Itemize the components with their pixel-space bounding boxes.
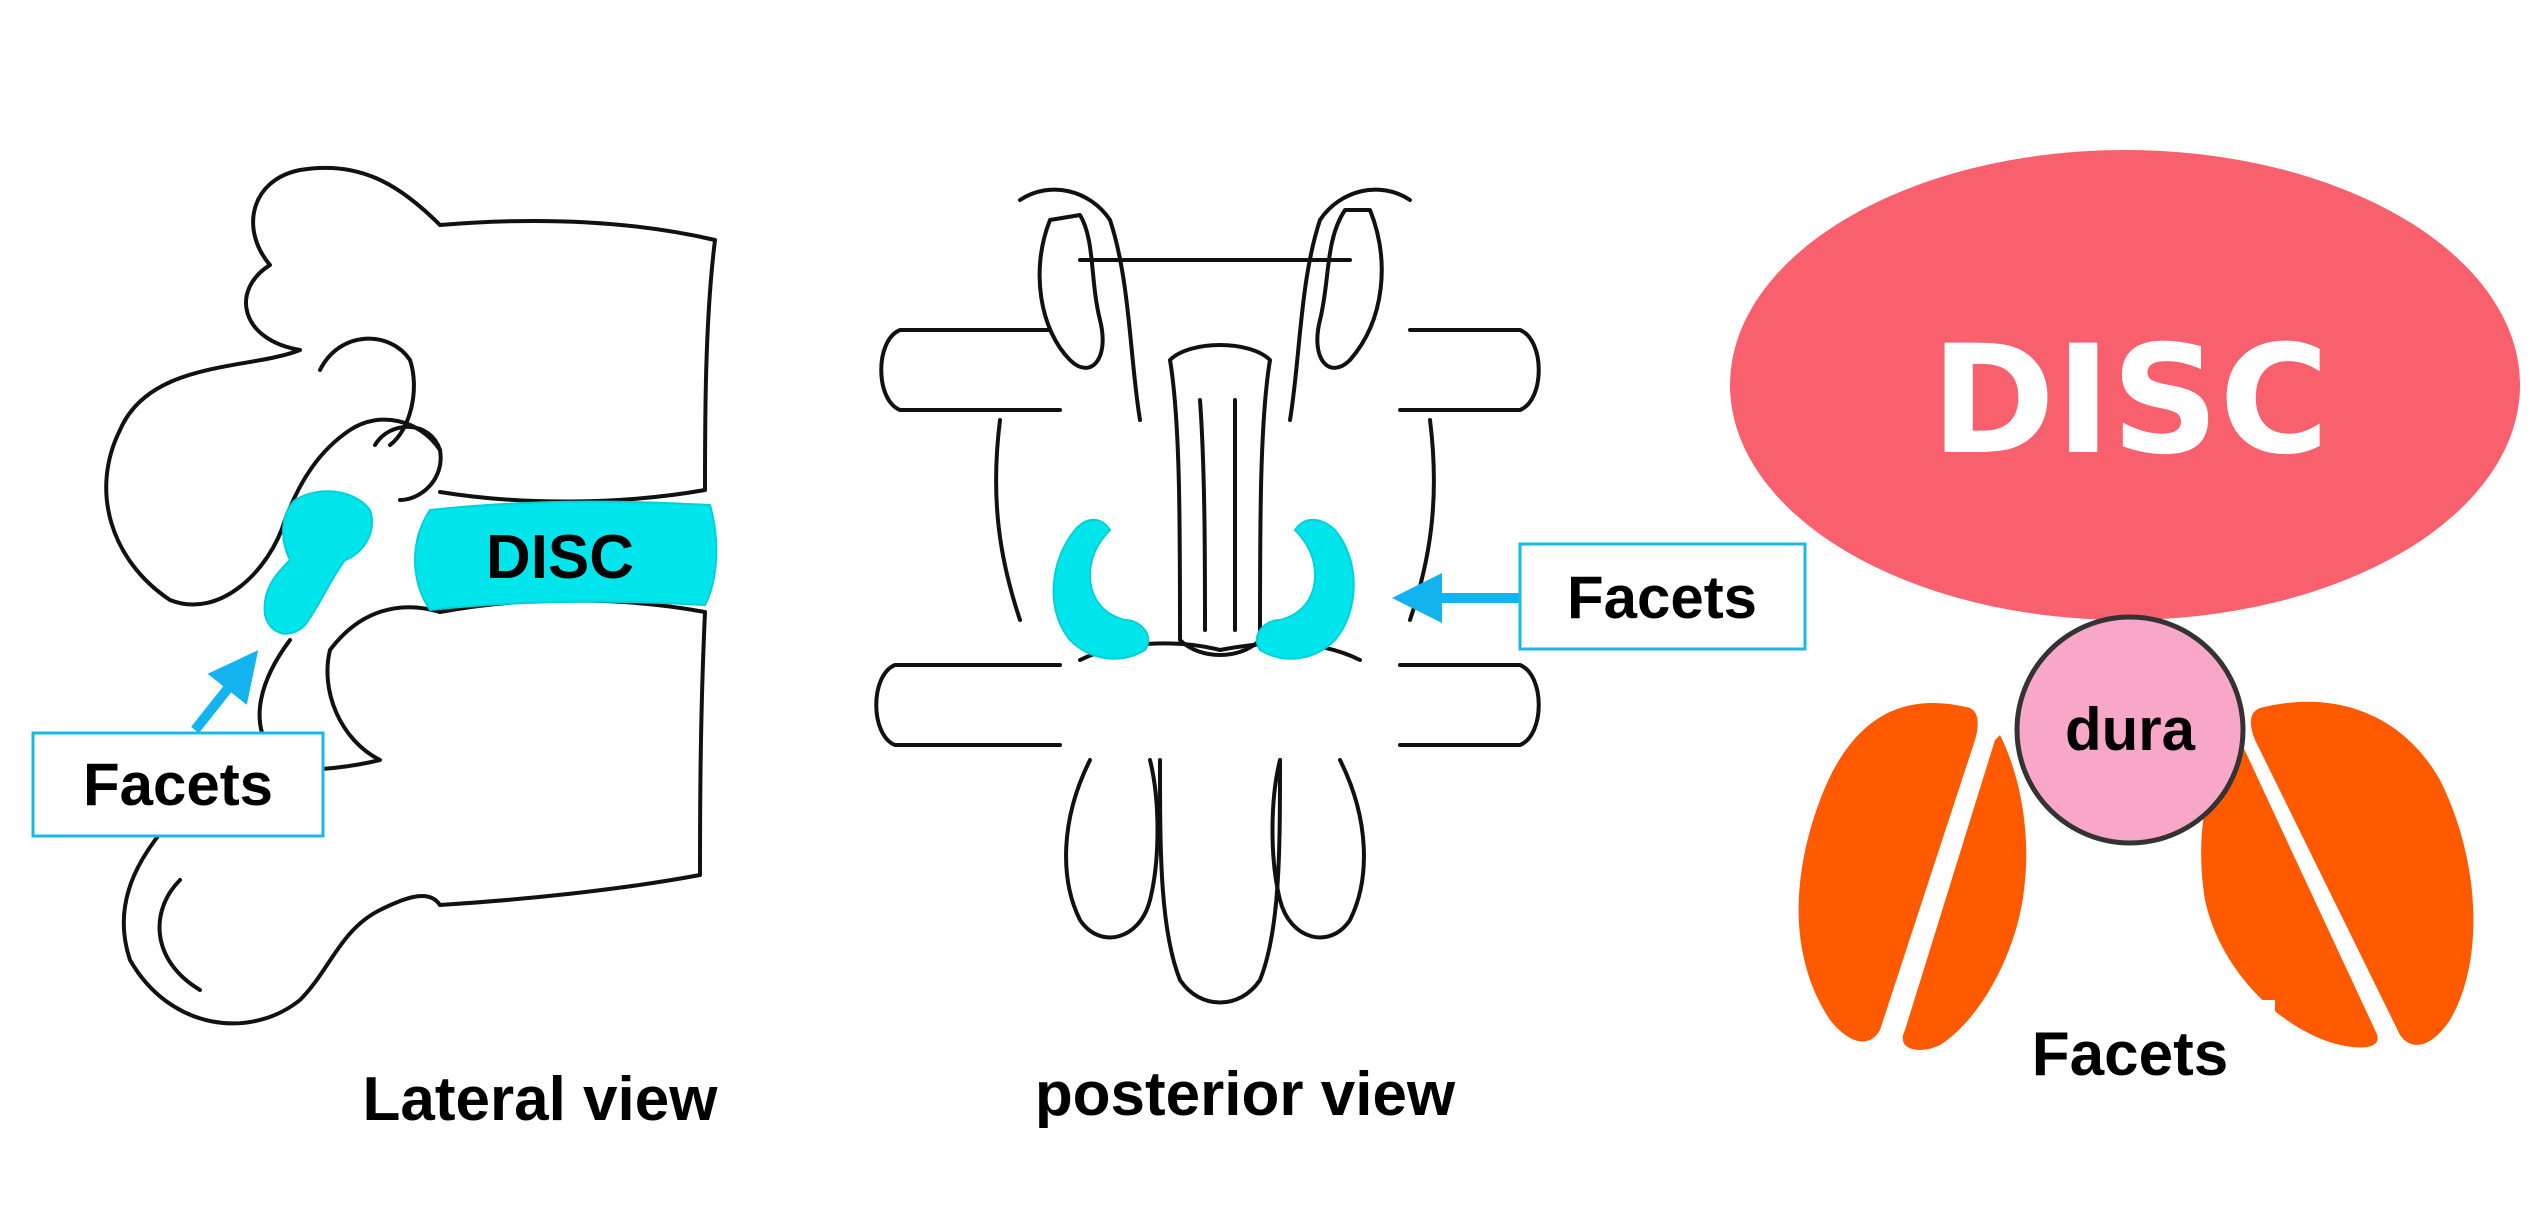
upper-left-superior-process bbox=[1037, 213, 1105, 370]
upper-posterior-elements bbox=[104, 165, 442, 607]
schematic-dura-label: dura bbox=[2065, 696, 2196, 763]
lower-left-inferior-process bbox=[1064, 758, 1160, 940]
left-outer-facet bbox=[1798, 702, 1978, 1042]
lower-posterior-elements bbox=[121, 605, 442, 1026]
lateral-facets-label: Facets bbox=[83, 751, 273, 818]
lower-spinous-process bbox=[1158, 758, 1282, 1005]
upper-left-lamina bbox=[1018, 187, 1142, 422]
posterior-view-caption: posterior view bbox=[1035, 1060, 1456, 1129]
lateral-disc-label: DISC bbox=[486, 523, 634, 592]
lower-inferior-process bbox=[157, 878, 202, 992]
posterior-facets-label: Facets bbox=[1567, 564, 1757, 631]
upper-right-lamina bbox=[1288, 187, 1412, 422]
right-inner-facet bbox=[2201, 735, 2378, 1048]
schematic-left-facets bbox=[1798, 702, 2027, 1050]
posterior-right-facet-highlight bbox=[1255, 518, 1355, 660]
schematic-dura bbox=[2014, 614, 2246, 846]
upper-right-transverse-process bbox=[1398, 328, 1541, 412]
upper-superior-process bbox=[318, 336, 416, 447]
schematic-facets-label: Facets bbox=[2032, 1020, 2228, 1089]
posterior-left-facet-highlight bbox=[1052, 518, 1150, 660]
posterior-vertebra-drawing bbox=[874, 187, 1541, 1005]
schematic-disc-label: DISC bbox=[1931, 314, 2329, 488]
schematic-right-facets bbox=[2201, 701, 2474, 1048]
spinous-process-ridge bbox=[1198, 398, 1237, 632]
posterior-left-contour bbox=[994, 418, 1022, 622]
lower-vertebral-body bbox=[438, 598, 707, 907]
lateral-facets-callout-box bbox=[31, 731, 325, 838]
lower-left-transverse-process bbox=[874, 663, 1062, 747]
facets-label-background bbox=[1990, 1000, 2275, 1110]
schematic-panel: DISC dura Facets bbox=[1730, 150, 2520, 1110]
posterior-facets-callout-box bbox=[1518, 542, 1807, 651]
schematic-disc bbox=[1730, 150, 2520, 620]
lower-right-transverse-process bbox=[1398, 663, 1541, 747]
posterior-view-panel: Facets posterior view bbox=[874, 187, 1807, 1129]
lower-right-inferior-process bbox=[1270, 758, 1366, 940]
upper-left-transverse-process bbox=[879, 328, 1062, 412]
right-outer-facet bbox=[2250, 701, 2474, 1045]
posterior-right-contour bbox=[1408, 418, 1436, 622]
lateral-disc-highlight bbox=[414, 500, 718, 612]
upper-right-superior-process bbox=[1315, 208, 1384, 370]
spinous-process bbox=[1168, 343, 1272, 657]
lateral-view-caption: Lateral view bbox=[363, 1065, 719, 1134]
upper-vertebral-body bbox=[438, 218, 717, 504]
lateral-view-panel: DISC Facets Lateral view bbox=[31, 165, 719, 1134]
lateral-facets-arrow bbox=[191, 650, 259, 734]
left-inner-facet bbox=[1902, 735, 2027, 1050]
lateral-facet-highlight bbox=[263, 490, 373, 635]
upper-pedicle bbox=[373, 424, 443, 502]
